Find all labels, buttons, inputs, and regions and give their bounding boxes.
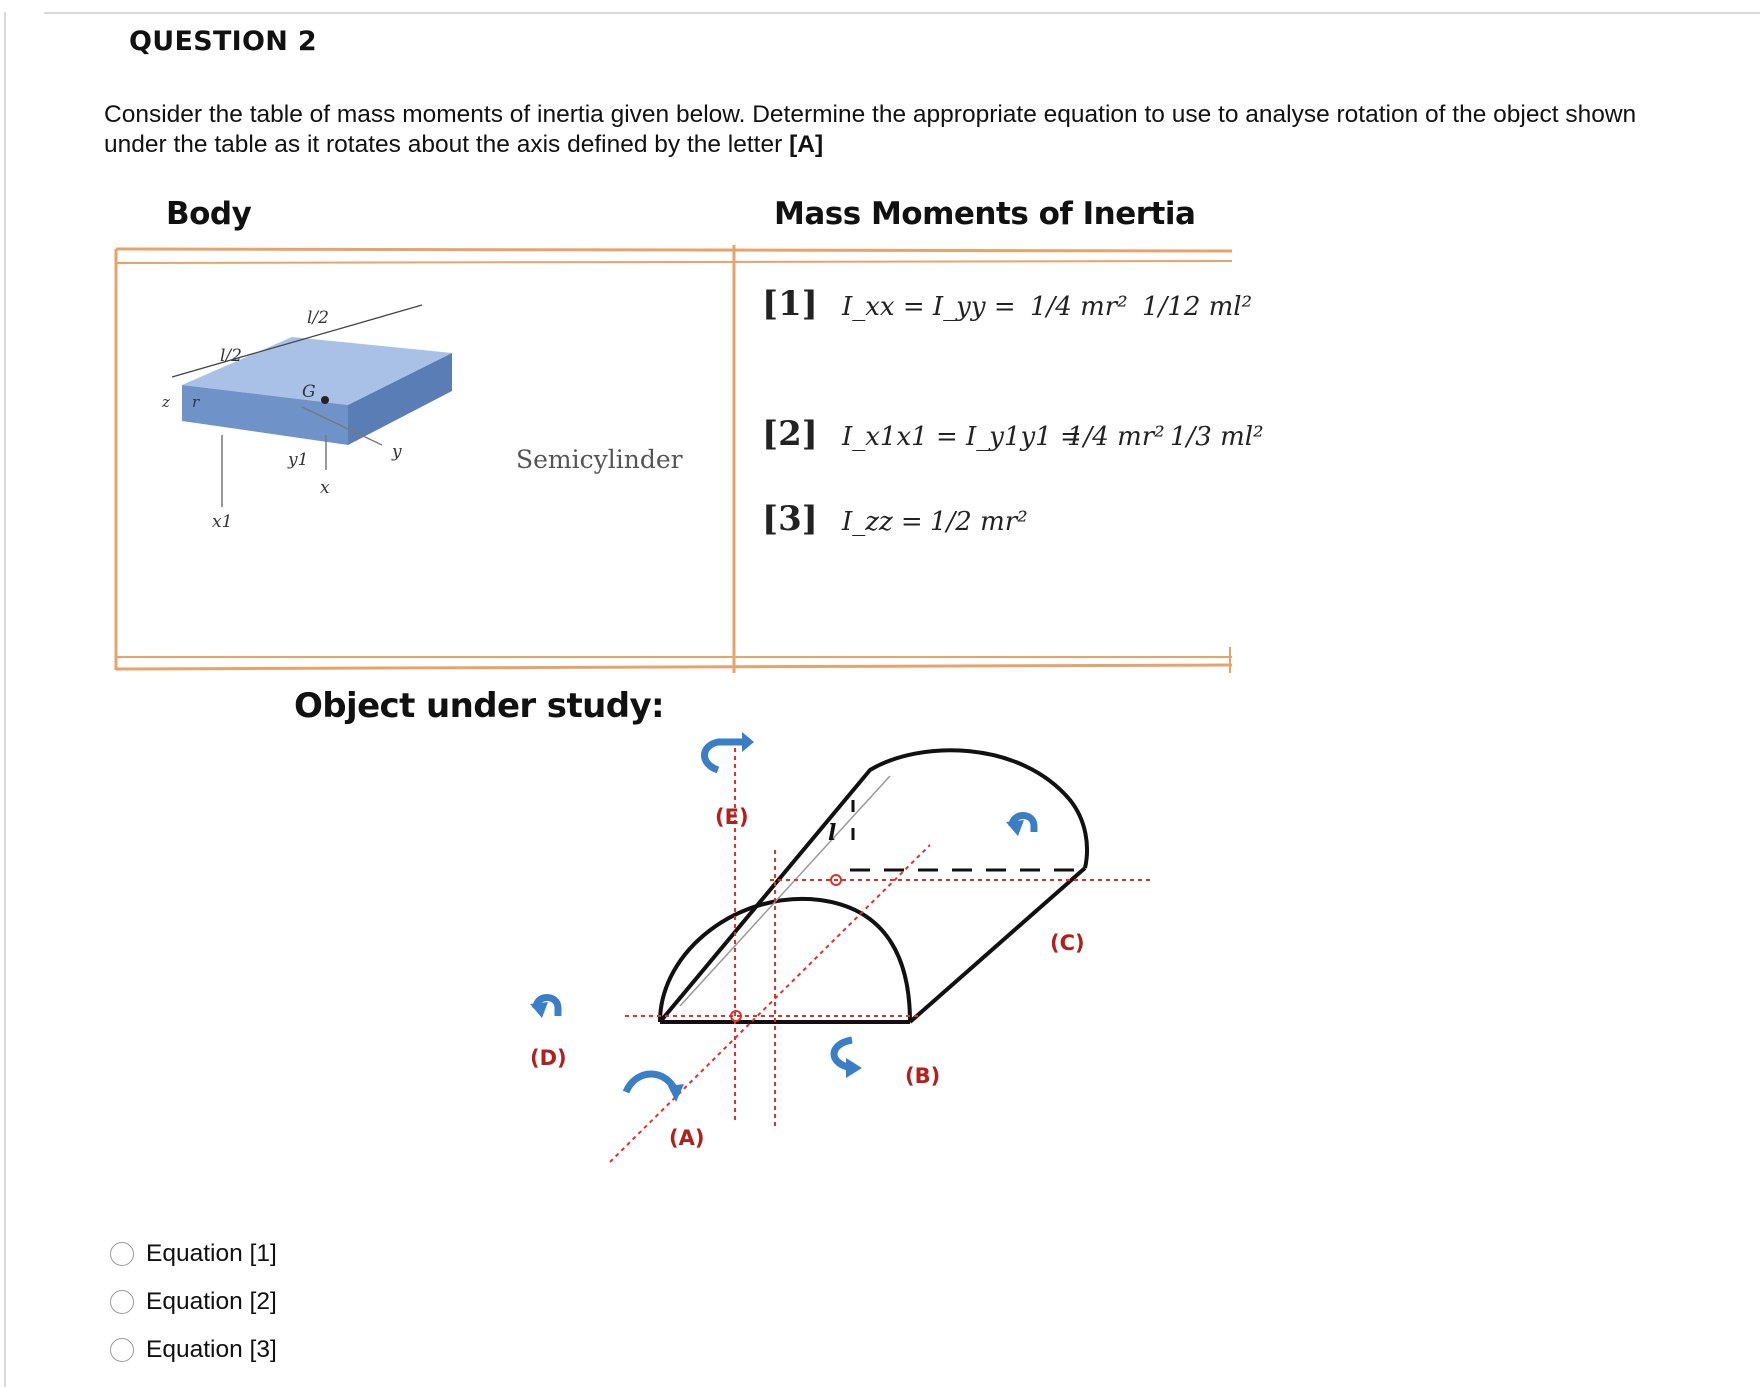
object-section-title: Object under study: xyxy=(294,686,665,726)
equation-1: [1] I_xx = I_yy = 1/4 mr² 1/12 ml² xyxy=(762,284,1252,324)
answer-options: Equation [1] Equation [2] Equation [3] xyxy=(110,1230,277,1374)
label-d: (D) xyxy=(530,1046,567,1070)
centroid-marker-top xyxy=(830,874,842,886)
question-title: QUESTION 2 xyxy=(129,26,317,57)
label-e: (E) xyxy=(715,805,749,829)
dim-line xyxy=(171,304,423,378)
label-half-l-right: l/2 xyxy=(307,308,329,328)
equation-3: [3] I_zz = 1/2 mr² xyxy=(762,499,1028,539)
frame-top-border xyxy=(44,12,1760,14)
object-figure: (E) (C) (D) (B) (A) l xyxy=(530,732,1150,1163)
label-l: l xyxy=(828,820,836,846)
option-equation-1[interactable]: Equation [1] xyxy=(110,1230,277,1278)
body-side-face xyxy=(348,353,452,445)
frame-left-border xyxy=(4,12,6,1387)
equation-1-term1: 1/4 mr² xyxy=(1030,292,1128,322)
equation-1-tag: [1] xyxy=(762,284,818,324)
label-z: z xyxy=(161,393,170,411)
option-equation-2[interactable]: Equation [2] xyxy=(110,1278,277,1326)
label-y: y xyxy=(391,442,402,462)
question-prompt: Consider the table of mass moments of in… xyxy=(104,100,1664,160)
semicylinder-sketch: l/2 l/2 G r z x1 y1 x y xyxy=(161,304,452,532)
option-equation-2-label: Equation [2] xyxy=(146,1288,277,1315)
table-header-mmi: Mass Moments of Inertia xyxy=(774,196,1196,232)
equation-3-term1: 1/2 mr² xyxy=(930,507,1028,537)
label-y1: y1 xyxy=(287,450,308,470)
body-front-face xyxy=(182,385,348,445)
arrow-a-head-icon xyxy=(668,1084,684,1102)
arrow-b-head-icon xyxy=(846,1058,862,1078)
axis-y xyxy=(301,406,383,446)
label-x: x xyxy=(320,478,330,498)
label-b: (B) xyxy=(905,1064,940,1088)
arrow-e-head-icon xyxy=(742,732,754,752)
option-equation-1-label: Equation [1] xyxy=(146,1240,277,1267)
axis-a-line xyxy=(609,844,931,1163)
right-edge xyxy=(908,866,1087,1024)
radio-equation-2[interactable] xyxy=(110,1290,134,1314)
inner-line xyxy=(679,775,891,1007)
equation-1-term2: 1/12 ml² xyxy=(1142,292,1252,322)
equation-3-lhs: I_zz = xyxy=(841,507,923,537)
table-top-line xyxy=(115,247,1233,253)
label-r: r xyxy=(192,393,200,411)
table-bottom-line-2 xyxy=(115,663,1233,671)
equation-1-lhs: I_xx = I_yy = xyxy=(841,292,1016,322)
body-top-face xyxy=(182,337,452,405)
option-equation-3[interactable]: Equation [3] xyxy=(110,1326,277,1374)
arrow-e-icon xyxy=(701,738,746,774)
label-g: G xyxy=(302,382,316,402)
label-c: (C) xyxy=(1050,931,1085,955)
inertia-table: l/2 l/2 G r z x1 y1 x y Semicylinder [1]… xyxy=(114,245,1264,673)
top-silhouette xyxy=(658,748,1089,1024)
label-a: (A) xyxy=(669,1126,704,1150)
equation-2-tag: [2] xyxy=(762,414,818,454)
table-header-body: Body xyxy=(166,196,252,232)
equation-2-lhs: I_x1x1 = I_y1y1 = xyxy=(841,422,1082,452)
equation-2-term1: 1/4 mr² xyxy=(1067,422,1165,452)
centroid-marker-base xyxy=(730,1010,742,1022)
arrow-d-head-icon xyxy=(530,1002,548,1018)
front-arc xyxy=(658,896,912,1023)
centroid-dot xyxy=(321,396,329,404)
equation-2: [2] I_x1x1 = I_y1y1 = 1/4 mr² 1/3 ml² xyxy=(762,414,1264,454)
equation-3-tag: [3] xyxy=(762,499,818,539)
table-top-line-2 xyxy=(115,260,1233,264)
body-name: Semicylinder xyxy=(516,445,683,474)
prompt-axis-letter: [A] xyxy=(789,131,824,158)
label-half-l-left: l/2 xyxy=(220,346,242,366)
red-axes xyxy=(609,740,1150,1163)
option-equation-3-label: Equation [3] xyxy=(146,1336,277,1363)
arrow-a-icon xyxy=(622,1070,680,1094)
arrow-c-head-icon xyxy=(1006,820,1024,836)
prompt-text: Consider the table of mass moments of in… xyxy=(104,101,1637,158)
label-x1: x1 xyxy=(212,512,232,532)
radio-equation-3[interactable] xyxy=(110,1338,134,1362)
radio-equation-1[interactable] xyxy=(110,1242,134,1266)
equation-2-term2: 1/3 ml² xyxy=(1170,422,1264,452)
